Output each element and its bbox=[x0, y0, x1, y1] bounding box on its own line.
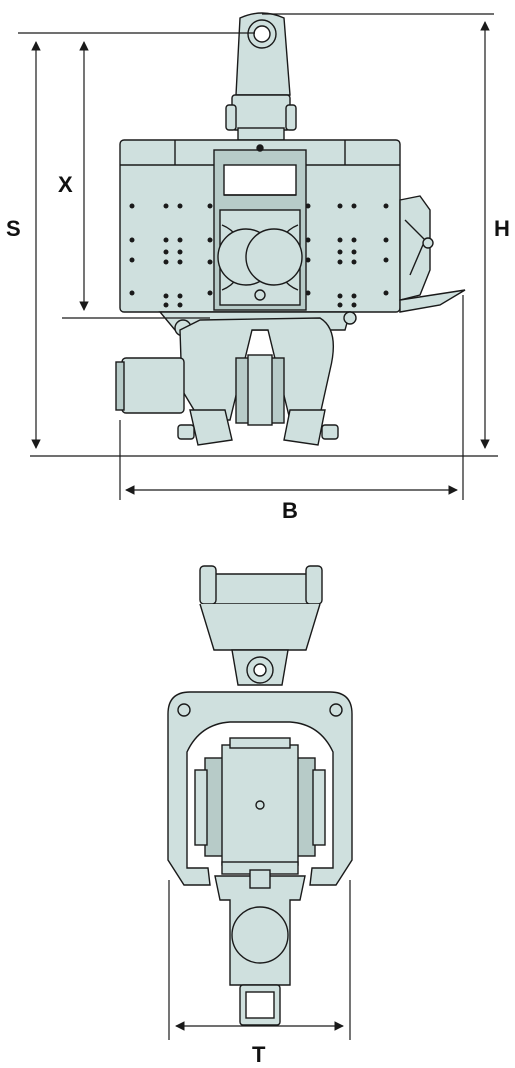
side-motor bbox=[399, 195, 466, 313]
bolt-patterns bbox=[129, 203, 389, 308]
lifting-eye bbox=[225, 12, 297, 141]
t-dimension-label: T bbox=[252, 1042, 266, 1067]
x-dimension-label: X bbox=[58, 172, 73, 197]
front-dimensions bbox=[18, 13, 498, 500]
top-view bbox=[167, 565, 353, 1026]
front-view bbox=[115, 12, 466, 446]
top-bracket bbox=[199, 565, 323, 686]
top-dimensions bbox=[168, 880, 351, 1040]
h-dimension-label: H bbox=[494, 216, 510, 241]
b-dimension-label: B bbox=[282, 498, 298, 523]
lower-pod bbox=[214, 869, 306, 1026]
clamp-assembly bbox=[115, 311, 357, 446]
main-housing bbox=[119, 139, 401, 313]
vibrator-block bbox=[194, 737, 326, 875]
outer-frame bbox=[167, 691, 353, 886]
s-dimension-label: S bbox=[6, 216, 21, 241]
